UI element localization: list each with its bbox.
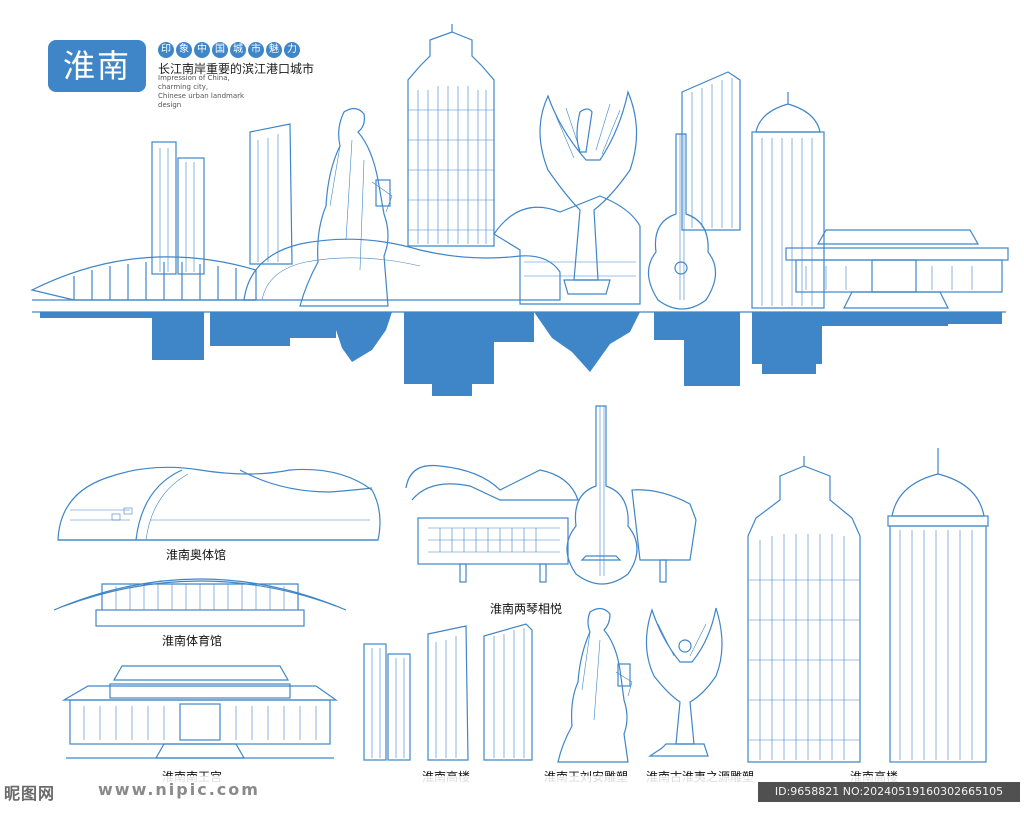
gymnasium-drawing (53, 578, 347, 627)
tagline-char: 印 (158, 42, 174, 58)
water-reflection (40, 312, 1002, 396)
panorama-skyline (30, 24, 1009, 396)
tower-right-b-drawing (887, 448, 989, 763)
watermark-site: www.nipic.com (98, 780, 260, 799)
tagline-char: 中 (194, 42, 210, 58)
tagline-char: 魅 (266, 42, 282, 58)
tagline-char: 城 (230, 42, 246, 58)
tagline-char: 市 (248, 42, 264, 58)
tagline: 印 象 中 国 城 市 魅 力 (158, 42, 300, 58)
liuan-statue-drawing (557, 607, 633, 763)
watermark-logo: 昵图网 (4, 784, 56, 803)
olympic-center-drawing (57, 466, 381, 541)
qin-theater-drawing (405, 405, 697, 585)
qin-theater-label: 淮南两琴相悦 (490, 602, 563, 616)
tagline-char: 力 (284, 42, 300, 58)
towers-left-drawing (363, 623, 533, 761)
palace-drawing (61, 665, 338, 759)
watermark-id: ID:9658821 NO:20240519160302665105 (758, 782, 1020, 802)
subtitle: 长江南岸重要的滨江港口城市 (158, 62, 315, 76)
huaiyi-statue-drawing (645, 607, 723, 757)
olympic-center-label: 淮南奥体馆 (166, 548, 227, 562)
tower-right-a-drawing (747, 456, 861, 763)
gymnasium-label: 淮南体育馆 (162, 634, 223, 648)
tagline-char: 象 (176, 42, 192, 58)
english-caption: Impression of China, charming city, Chin… (158, 74, 245, 109)
tagline-char: 国 (212, 42, 228, 58)
city-badge: 淮南 (48, 40, 146, 92)
